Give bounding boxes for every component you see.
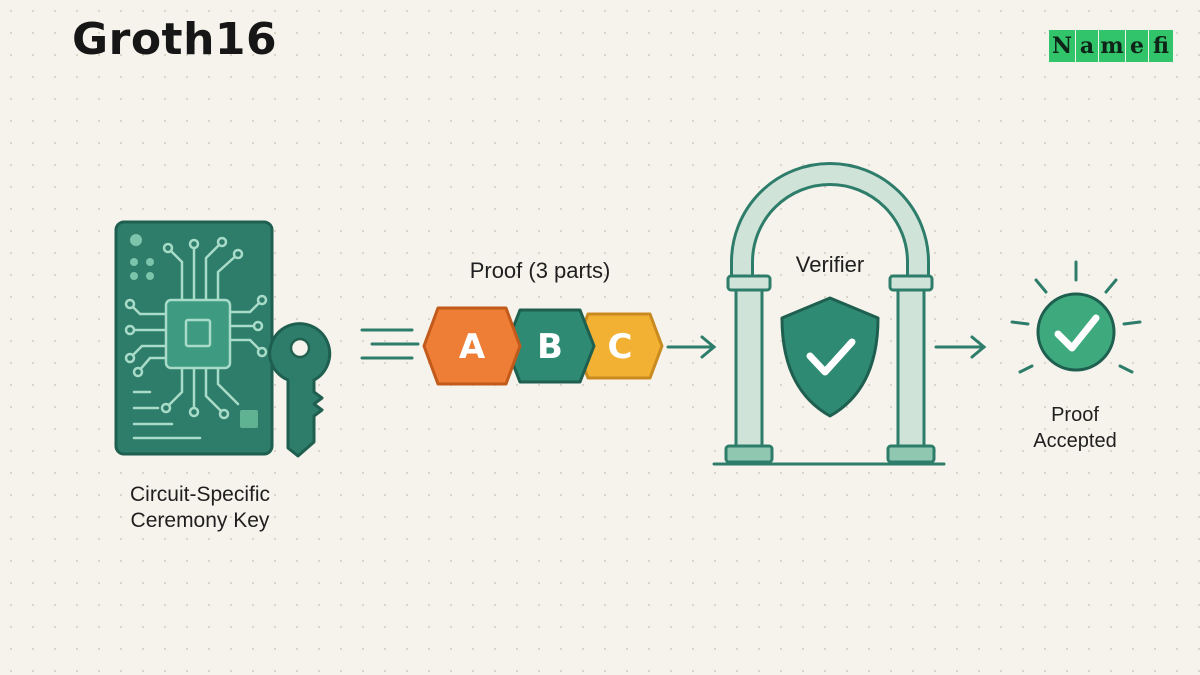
- result-label: Proof Accepted: [1000, 402, 1150, 454]
- verifier-label: Verifier: [795, 252, 865, 277]
- key-card-label: Circuit-Specific Ceremony Key: [100, 482, 300, 534]
- logo-letter: fi: [1149, 30, 1173, 62]
- logo-letter: m: [1099, 30, 1125, 62]
- key-card-label-line1: Circuit-Specific: [129, 483, 271, 506]
- circuit-card-icon: [114, 220, 274, 456]
- logo-letter: a: [1076, 30, 1098, 62]
- key-icon: [268, 322, 332, 458]
- checkmark-icon: [1054, 314, 1100, 352]
- arrow-right-icon: [666, 335, 717, 359]
- key-card-label-line2: Ceremony Key: [130, 509, 270, 532]
- logo-letter: e: [1126, 30, 1148, 62]
- motion-lines: [360, 328, 420, 360]
- accepted-check-icon: [1010, 260, 1142, 374]
- logo-letter: N: [1049, 30, 1075, 62]
- proof-part-b-label: B: [537, 327, 563, 367]
- arrow-right-icon: [934, 335, 987, 359]
- proof-part-a-label: A: [459, 327, 486, 367]
- verifier-gate-icon: [712, 162, 946, 466]
- namefi-logo: N a m e fi: [1049, 30, 1174, 62]
- diagram-title: Groth16: [72, 14, 278, 65]
- proof-part-c-label: C: [608, 327, 633, 367]
- checkmark-icon: [806, 338, 856, 376]
- proof-part-a: A: [422, 306, 522, 386]
- result-label-line2: Accepted: [1033, 430, 1117, 452]
- proof-label: Proof (3 parts): [469, 258, 611, 283]
- result-label-line1: Proof: [1051, 404, 1099, 426]
